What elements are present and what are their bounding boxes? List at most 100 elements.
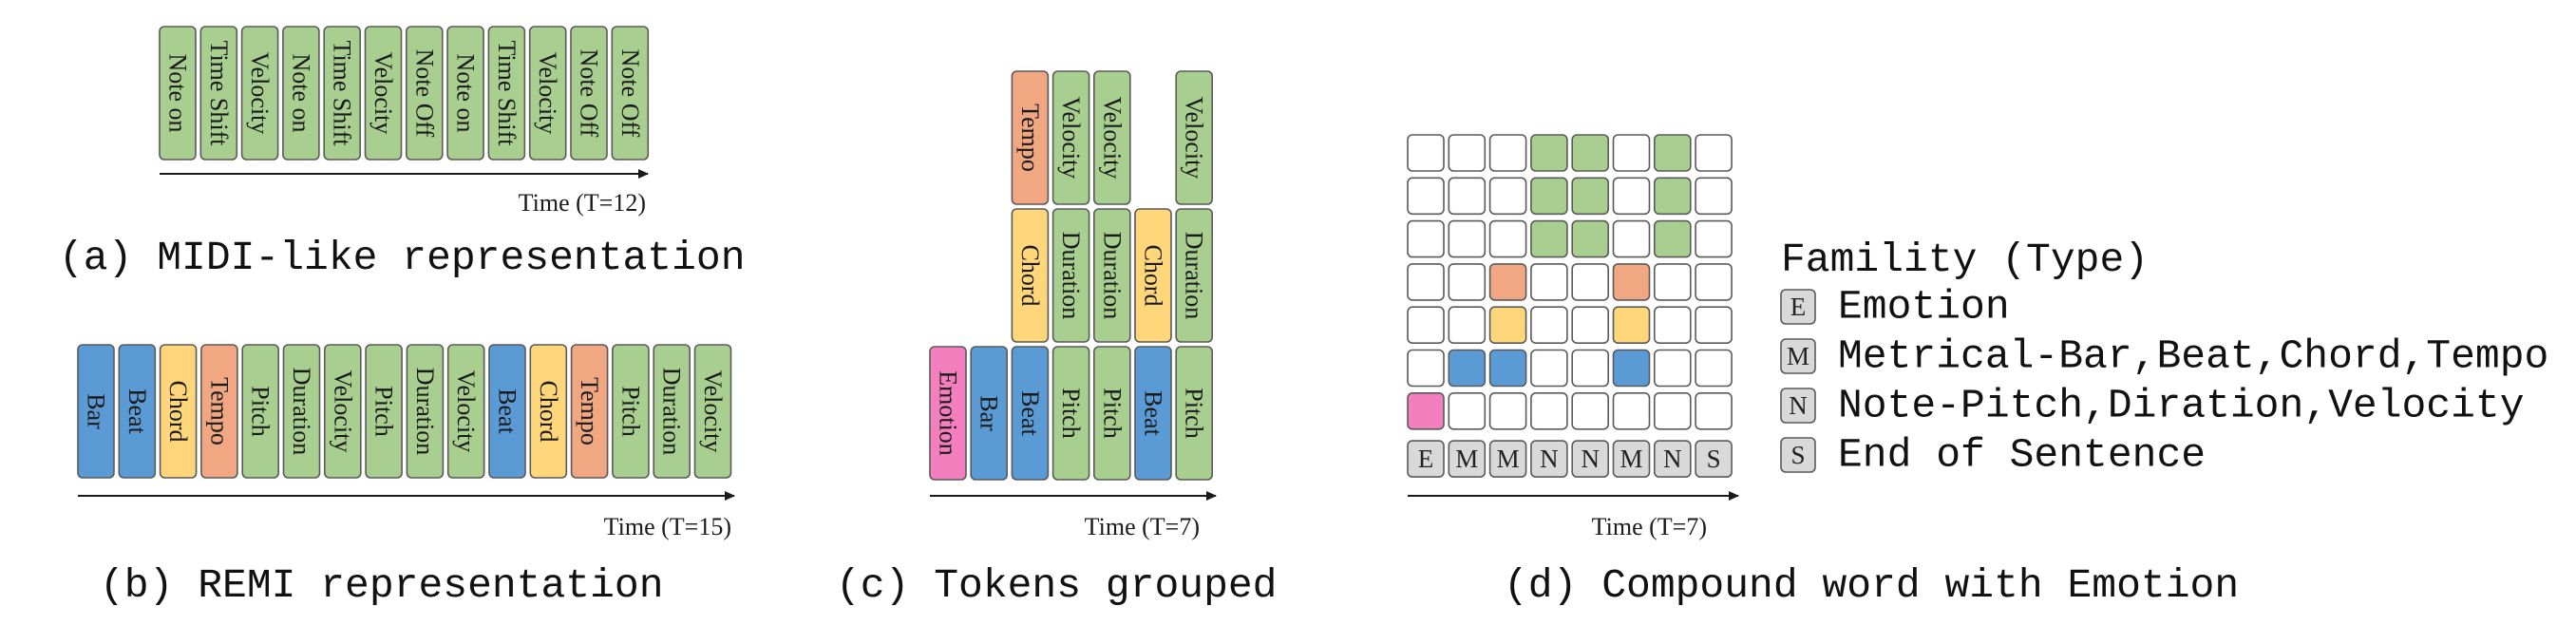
token-c-4-1-duration: Duration — [1093, 208, 1131, 343]
token-c-6-2-velocity-box — [1175, 70, 1213, 205]
cell-r1-c5-empty — [1612, 177, 1651, 216]
type-letter-3: N — [1540, 445, 1559, 473]
token-c-3-1-duration-label: Duration — [1057, 232, 1085, 319]
token-a-7-note-on: Note on — [446, 26, 484, 161]
cell-r5-c4-empty — [1571, 349, 1609, 388]
token-b-1-beat-box — [118, 344, 157, 479]
token-b-12-tempo-label: Tempo — [576, 377, 603, 445]
cell-r2-c5-empty — [1612, 219, 1651, 258]
type-box-4-n — [1571, 440, 1609, 478]
token-b-12-tempo-box — [570, 344, 609, 479]
token-a-11-note-off-label: Note Off — [616, 49, 644, 138]
token-a-9-velocity-box — [528, 26, 567, 161]
token-b-10-beat: Beat — [488, 344, 526, 479]
token-a-3-note-on: Note on — [282, 26, 320, 161]
token-c-3-2-velocity-box — [1051, 70, 1090, 205]
token-b-12-tempo: Tempo — [570, 344, 609, 479]
token-c-3-1-duration: Duration — [1051, 208, 1090, 343]
type-letter-7: S — [1707, 445, 1721, 473]
token-c-4-2-velocity-box — [1093, 70, 1131, 205]
cell-r2-c0-empty — [1407, 219, 1445, 258]
token-c-6-2-velocity: Velocity — [1175, 70, 1213, 205]
token-c-0-0-emotion: Emotion — [929, 346, 967, 481]
token-c-1-0-bar: Bar — [970, 346, 1009, 481]
type-letter-5: M — [1619, 445, 1642, 473]
token-c-5-0-beat-label: Beat — [1140, 390, 1167, 436]
token-b-8-duration-label: Duration — [411, 368, 439, 455]
token-c-6-2-velocity-label: Velocity — [1181, 97, 1208, 180]
token-b-4-pitch-label: Pitch — [247, 386, 275, 436]
token-c-2-0-beat-label: Beat — [1016, 390, 1044, 436]
cell-r6-c2-empty — [1488, 391, 1527, 430]
caption-a: (a) MIDI-like representation — [59, 235, 746, 281]
token-c-0-0-emotion-label: Emotion — [935, 370, 962, 456]
cell-r3-c6-empty — [1654, 263, 1692, 301]
token-c-5-1-chord-label: Chord — [1140, 245, 1167, 307]
caption-b: (b) REMI representation — [100, 562, 664, 609]
cell-r6-c7-empty — [1695, 391, 1733, 430]
cell-r0-c2-empty — [1488, 134, 1527, 172]
token-c-3-2-velocity: Velocity — [1051, 70, 1090, 205]
legend-text-n: Note-Pitch,Diration,Velocity — [1838, 383, 2525, 429]
token-a-1-time-shift-label: Time Shift — [205, 40, 233, 146]
token-a-6-note-off-box — [405, 26, 444, 161]
token-c-2-2-tempo-label: Tempo — [1016, 104, 1044, 172]
legend-key-box-s — [1780, 437, 1816, 473]
cell-r5-c3-empty — [1530, 349, 1568, 388]
token-b-9-velocity-label: Velocity — [452, 370, 480, 453]
token-a-10-note-off-box — [570, 26, 608, 161]
cell-r5-c5-bar_beat — [1612, 349, 1651, 388]
token-c-6-1-duration-box — [1175, 208, 1213, 343]
cell-r3-c7-empty — [1695, 263, 1733, 301]
token-b-13-pitch-box — [612, 344, 650, 479]
type-box-7-s — [1695, 440, 1733, 478]
token-b-6-velocity-box — [323, 344, 362, 479]
token-b-5-duration-label: Duration — [288, 368, 315, 455]
token-a-2-velocity-box — [240, 26, 279, 161]
cell-r6-c0-emotion — [1407, 391, 1445, 430]
token-a-5-velocity-label: Velocity — [369, 52, 397, 135]
token-a-7-note-on-box — [446, 26, 484, 161]
token-b-3-tempo-box — [200, 344, 238, 479]
cell-r2-c2-empty — [1488, 219, 1527, 258]
token-b-9-velocity: Velocity — [446, 344, 485, 479]
token-b-15-velocity-label: Velocity — [699, 370, 727, 453]
legend-key-n: N — [1789, 391, 1808, 420]
token-a-11-note-off: Note Off — [611, 26, 650, 161]
token-a-1-time-shift: Time Shift — [199, 26, 238, 161]
token-c-4-2-velocity-label: Velocity — [1098, 97, 1126, 180]
cell-r3-c0-empty — [1407, 263, 1445, 301]
token-c-1-0-bar-box — [970, 346, 1009, 481]
cell-r3-c1-empty — [1448, 263, 1487, 301]
token-b-5-duration-box — [282, 344, 321, 479]
token-c-2-0-beat: Beat — [1011, 346, 1050, 481]
token-b-7-pitch: Pitch — [365, 344, 403, 479]
time-label-c: Time (T=7) — [1085, 513, 1200, 540]
token-b-15-velocity: Velocity — [693, 344, 732, 479]
token-b-6-velocity: Velocity — [323, 344, 362, 479]
cell-r5-c1-bar_beat — [1448, 349, 1487, 388]
token-c-2-2-tempo: Tempo — [1011, 70, 1050, 205]
legend-text-m: Metrical-Bar,Beat,Chord,Tempo — [1838, 333, 2548, 380]
time-label-b: Time (T=15) — [604, 513, 731, 540]
cell-r4-c4-empty — [1571, 306, 1609, 345]
cell-r4-c7-empty — [1695, 306, 1733, 345]
cell-r4-c0-empty — [1407, 306, 1445, 345]
token-c-6-0-pitch: Pitch — [1175, 346, 1213, 481]
token-c-1-0-bar-label: Bar — [975, 395, 1003, 431]
cell-r2-c1-empty — [1448, 219, 1487, 258]
legend-key-e: E — [1790, 293, 1807, 321]
cell-r5-c7-empty — [1695, 349, 1733, 388]
token-b-4-pitch-box — [241, 344, 279, 479]
token-a-3-note-on-label: Note on — [287, 53, 314, 132]
token-b-11-chord-box — [529, 344, 568, 479]
time-label-a: Time (T=12) — [519, 189, 646, 217]
cell-r5-c2-bar_beat — [1488, 349, 1527, 388]
token-c-4-2-velocity: Velocity — [1093, 70, 1131, 205]
cell-r2-c3-note — [1530, 219, 1568, 258]
type-box-3-n — [1530, 440, 1568, 478]
token-a-4-time-shift-box — [323, 26, 362, 161]
legend-key-box-e — [1780, 289, 1816, 325]
token-a-3-note-on-box — [282, 26, 320, 161]
token-b-5-duration: Duration — [282, 344, 321, 479]
